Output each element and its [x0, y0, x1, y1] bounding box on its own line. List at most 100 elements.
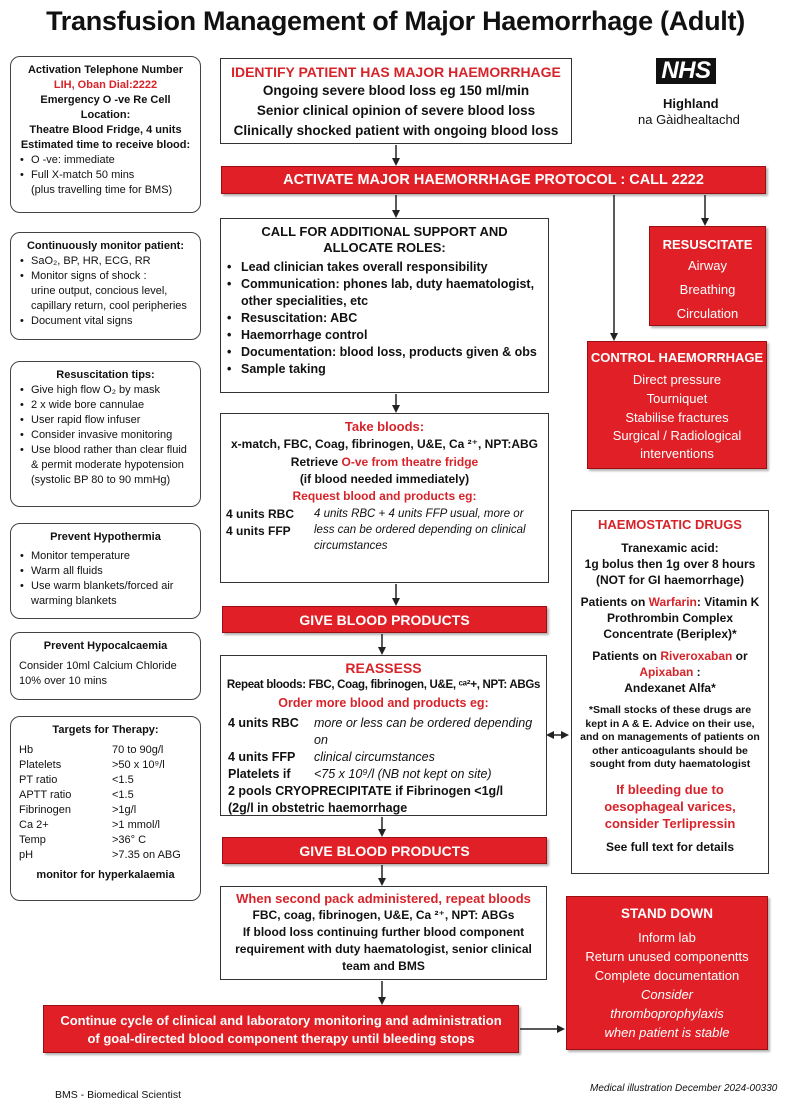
support-item-text: Communication: phones lab, duty haematol… [241, 277, 535, 308]
support-item: • Sample taking [227, 361, 542, 378]
resus-tip: Use blood rather than clear fluid & perm… [19, 443, 192, 488]
activation-rbc: Emergency O -ve Re Cell [40, 94, 171, 106]
stand-down-heading: STAND DOWN [621, 906, 713, 921]
monitor-shock-line: urine output, concious level, [31, 285, 168, 297]
drugs-warfarin-prefix: Patients on [580, 595, 649, 609]
reassess-heading: REASSESS [345, 660, 422, 676]
drugs-apix: Apixaban [639, 665, 694, 679]
activation-dial: LIH, Oban Dial:2222 [53, 79, 158, 91]
target-name: Platelets [19, 759, 62, 771]
drugs-andexanet: Andexanet Alfa* [624, 681, 716, 695]
page-title: Transfusion Management of Major Haemorrh… [46, 6, 745, 36]
bullet-icon: • [227, 362, 232, 376]
support-item: •Resuscitation: ABC [227, 310, 542, 327]
resus-tips-panel: Resuscitation tips: Give high flow O₂ by… [10, 361, 201, 507]
targets-footer: monitor for hyperkalaemia [36, 869, 175, 881]
support-item: •Documentation: blood loss, products giv… [227, 344, 542, 361]
second-pack-box: When second pack administered, repeat bl… [220, 886, 547, 980]
stand-down-item: Complete documentation [594, 968, 740, 983]
resus-tip: Give high flow O₂ by mask [19, 383, 192, 398]
resus-tips-heading: Resuscitation tips: [56, 369, 155, 381]
identify-line: Ongoing severe blood loss eg 150 ml/min [262, 83, 530, 98]
footer-bms: BMS - Biomedical Scientist [55, 1089, 182, 1101]
reassess-box: REASSESS Repeat bloods: FBC, Coag, fibri… [220, 655, 547, 816]
target-value: >36° C [112, 834, 147, 846]
identify-heading: IDENTIFY PATIENT HAS MAJOR HAEMORRHAGE [231, 64, 561, 80]
hypothermia-item: Warm all fluids [19, 564, 192, 579]
activation-item: Full X-match 50 mins [19, 168, 192, 183]
stand-down-item: Inform lab [638, 930, 696, 945]
bloods-note: 4 units RBC + 4 units FFP usual, more or… [314, 508, 526, 552]
target-name: Ca 2+ [19, 819, 49, 831]
hypocalcaemia-text: Consider 10ml Calcium Chloride 10% over … [19, 660, 177, 687]
drugs-riva: Riveroxaban [660, 649, 733, 663]
drugs-varices: If bleeding due to oesophageal varices, … [604, 781, 736, 831]
resuscitate-item: Circulation [676, 306, 739, 321]
stand-down-italic: Consider [640, 987, 694, 1002]
bloods-box: Take bloods: x-match, FBC, Coag, fibrino… [220, 413, 549, 583]
support-item: •Haemorrhage control [227, 327, 542, 344]
control-heading: CONTROL HAEMORRHAGE [590, 350, 764, 365]
bloods-retrieve: O-ve from theatre fridge [341, 455, 479, 469]
monitor-shock-line: capillary return, cool peripheries [31, 300, 187, 312]
resus-tip: User rapid flow infuser [19, 413, 192, 428]
bloods-tests: x-match, FBC, Coag, fibrinogen, U&E, Ca … [230, 437, 538, 451]
activation-heading: Activation Telephone Number [27, 64, 184, 76]
activation-item: O -ve: immediate [19, 153, 192, 168]
drugs-box: HAEMOSTATIC DRUGS Tranexamic acid: 1g bo… [571, 510, 769, 874]
second-pack-line: If blood loss continuing further blood c… [235, 925, 532, 973]
identify-line: Clinically shocked patient with ongoing … [233, 123, 559, 138]
target-name: Hb [19, 744, 34, 756]
reassess-row-value: <75 x 10⁹/l (NB not kept on site) [314, 767, 492, 781]
support-item: •Communication: phones lab, duty haemato… [227, 276, 542, 310]
reassess-row-value: more or less can be ordered depending on [314, 716, 533, 747]
hypothermia-panel: Prevent Hypothermia Monitor temperature … [10, 523, 201, 619]
monitor-panel: Continuously monitor patient: SaO₂, BP, … [10, 232, 201, 340]
hypothermia-item: Use warm blankets/forced air warming bla… [19, 579, 192, 609]
monitor-heading: Continuously monitor patient: [26, 240, 185, 252]
drugs-warfarin: Warfarin [648, 595, 697, 609]
reassess-row-value: clinical circumstances [314, 750, 435, 764]
activation-panel: Activation Telephone Number LIH, Oban Di… [10, 56, 201, 213]
footer-credit: Medical illustration December 2024-00330 [590, 1083, 778, 1094]
resuscitate-heading: RESUSCITATE [662, 237, 753, 252]
target-row: Platelets >50 x 10⁹/l [19, 758, 192, 773]
resus-tip: Consider invasive monitoring [19, 428, 192, 443]
monitor-item: Document vital signs [19, 314, 192, 329]
activation-location: Theatre Blood Fridge, 4 units [29, 124, 182, 136]
target-value: >1g/l [112, 804, 137, 816]
resuscitate-box: RESUSCITATE Airway Breathing Circulation [649, 226, 766, 326]
hypothermia-item: Monitor temperature [19, 549, 192, 564]
reassess-row-label: Platelets if [228, 767, 291, 781]
target-name: APTT ratio [19, 789, 72, 801]
drugs-riva-prefix: Patients on [592, 649, 661, 663]
bullet-icon: • [227, 260, 232, 274]
bullet-icon: • [227, 328, 232, 342]
resus-tip: 2 x wide bore cannulae [19, 398, 192, 413]
stand-down-italic: thromboprophylaxis [610, 1006, 724, 1021]
target-row: PT ratio<1.5 [19, 773, 192, 788]
identify-box: IDENTIFY PATIENT HAS MAJOR HAEMORRHAGE O… [220, 58, 572, 144]
support-item-text: Resuscitation: ABC [241, 311, 358, 325]
monitor-item: SaO₂, BP, HR, ECG, RR [19, 254, 192, 269]
target-value: >50 x 10⁹/l [112, 759, 165, 771]
hypocalcaemia-panel: Prevent Hypocalcaemia Consider 10ml Calc… [10, 632, 201, 700]
bloods-retrieve-prefix: Retrieve [290, 455, 342, 469]
control-item: Direct pressure [632, 372, 722, 387]
drugs-see-full: See full text for details [605, 839, 735, 854]
resuscitate-item: Breathing [679, 282, 736, 297]
drugs-heading: HAEMOSTATIC DRUGS [598, 517, 742, 532]
target-row: Fibrinogen>1g/l [19, 803, 192, 818]
monitor-item: Monitor signs of shock : [19, 269, 192, 284]
logo-gaelic: na Gàidhealtachd [638, 112, 740, 127]
continue-cycle-bar: Continue cycle of clinical and laborator… [43, 1005, 519, 1053]
bloods-request: Request blood and products eg: [292, 489, 477, 503]
reassess-order: Order more blood and products eg: [278, 696, 489, 710]
support-heading: CALL FOR ADDITIONAL SUPPORT AND ALLOCATE… [261, 224, 508, 255]
support-item-text: Sample taking [241, 362, 326, 376]
drugs-txa: 1g bolus then 1g over 8 hours (NOT for G… [584, 557, 756, 587]
bloods-heading: Take bloods: [344, 419, 425, 434]
control-item: Surgical / Radiological interventions [612, 428, 742, 461]
